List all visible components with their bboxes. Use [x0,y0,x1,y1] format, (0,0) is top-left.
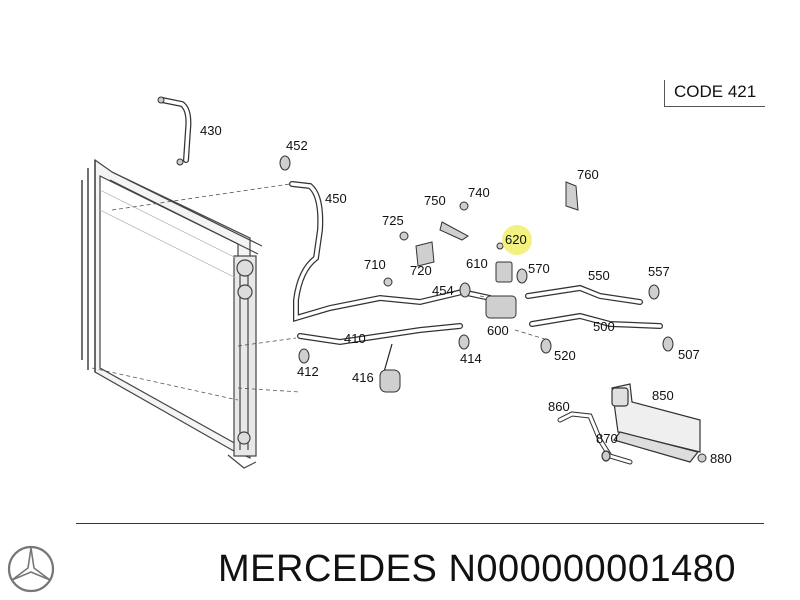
callout-570: 570 [528,261,550,276]
hose-550 [525,284,643,305]
code-label: CODE 421 [674,82,757,101]
hose-410 [297,323,463,373]
callout-610: 610 [466,256,488,271]
bracket-720 [415,241,435,267]
bolt-620 [496,242,504,250]
callout-520: 520 [554,348,576,363]
code-box [664,80,765,107]
pulley-416 [379,369,401,393]
callout-600: 600 [487,323,509,338]
highlight-marker [502,225,532,255]
brand-name: MERCEDES [218,548,438,590]
callout-750: 750 [424,193,446,208]
callout-450: 450 [325,191,347,206]
seal-414 [458,334,470,350]
seal-570 [516,268,528,284]
callout-557: 557 [648,264,670,279]
hose-500 [529,312,663,329]
callout-507: 507 [678,347,700,362]
callout-720: 720 [410,263,432,278]
mercedes-star-icon [7,545,55,593]
seal-452 [279,155,291,171]
callout-454: 454 [432,283,454,298]
hose-450 [289,181,493,323]
reservoir-850 [557,383,701,465]
small-parts [279,155,707,463]
callout-500: 500 [593,319,615,334]
callout-880: 880 [710,451,732,466]
callout-620: 620 [505,232,527,247]
bracket-750 [439,221,469,241]
valve-600 [485,295,517,319]
callout-860: 860 [548,399,570,414]
callout-452: 452 [286,138,308,153]
bolt-725 [399,231,409,241]
seal-412 [298,348,310,364]
radiator [81,158,263,469]
callout-labels: 430 452 450 750 740 760 725 620 710 720 … [200,123,732,466]
callout-416: 416 [352,370,374,385]
callout-760: 760 [577,167,599,182]
bolt-740 [459,201,469,211]
footer-title: MERCEDES N000000001480 [218,548,736,591]
callout-410: 410 [344,331,366,346]
bracket-610 [495,261,513,283]
seal-507 [662,336,674,352]
callout-550: 550 [588,268,610,283]
hose-430 [157,96,192,166]
footer-divider [76,523,764,524]
seal-557 [648,284,660,300]
bracket-760 [565,181,579,211]
callout-850: 850 [652,388,674,403]
seal-520 [540,338,552,354]
callout-430: 430 [200,123,222,138]
seal-454 [459,282,471,298]
callout-725: 725 [382,213,404,228]
callout-710: 710 [364,257,386,272]
part-number: N000000001480 [448,548,736,590]
callout-412: 412 [297,364,319,379]
bolt-880 [697,453,707,463]
bolt-710 [383,277,393,287]
callout-870: 870 [596,431,618,446]
callout-414: 414 [460,351,482,366]
callout-740: 740 [468,185,490,200]
